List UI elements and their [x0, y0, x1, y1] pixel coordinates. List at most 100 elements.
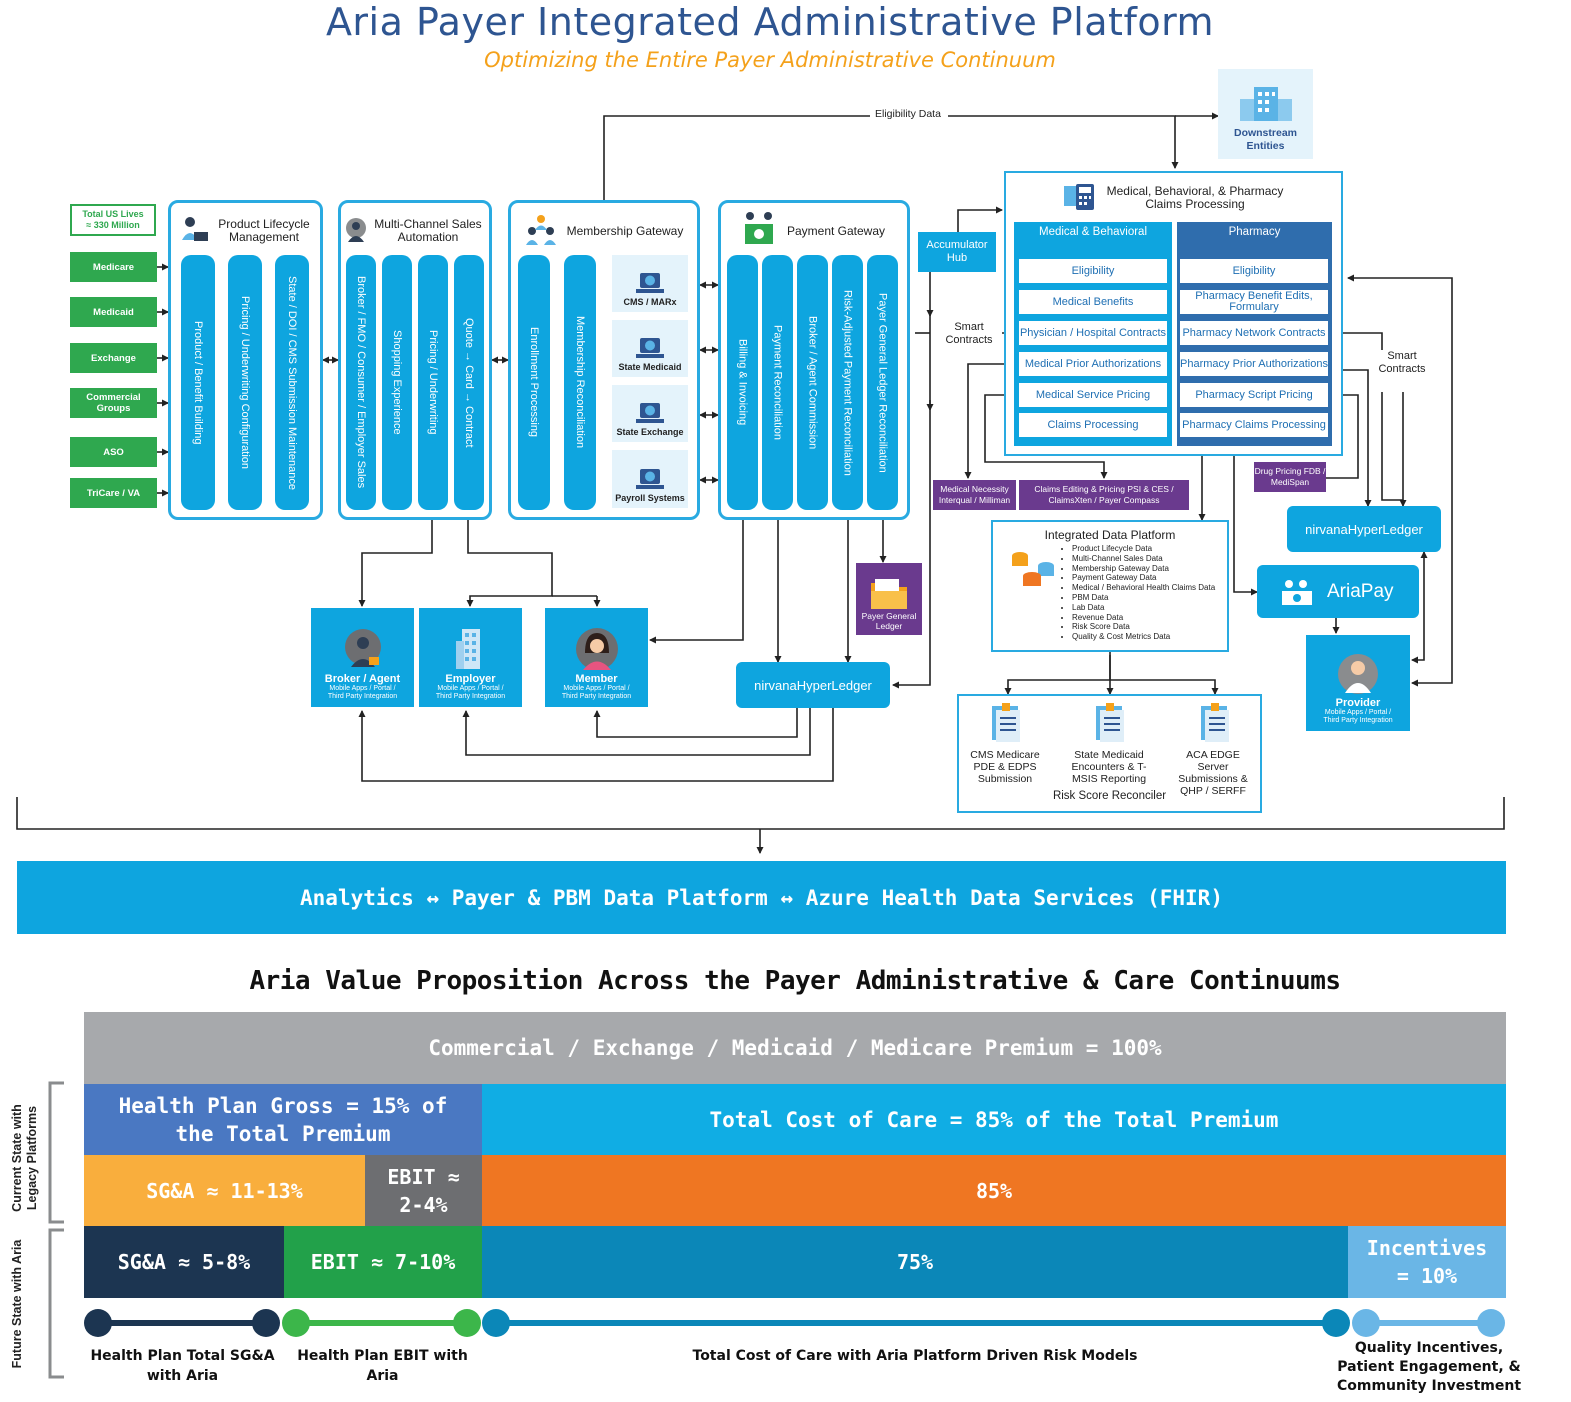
- ariapay-label: AriaPay: [1327, 580, 1394, 602]
- gear-person-icon: [344, 629, 381, 667]
- medical-row-contracts[interactable]: Physician / Hospital Contracts: [1019, 321, 1167, 345]
- column-payment-reconciliation[interactable]: Payment Reconciliation: [762, 255, 793, 510]
- medical-behavioral-header: Medical & Behavioral: [1038, 226, 1148, 238]
- segment-exchange[interactable]: Exchange: [70, 343, 157, 373]
- tile-state-medicaid[interactable]: State Medicaid: [612, 320, 688, 377]
- pharmacy-row-eligibility[interactable]: Eligibility: [1180, 259, 1328, 283]
- column-billing-invoicing[interactable]: Billing & Invoicing: [727, 255, 758, 510]
- idp-title: Integrated Data Platform: [1044, 528, 1176, 542]
- timeline-caption-care: Total Cost of Care with Aria Platform Dr…: [692, 1348, 1138, 1364]
- smart-contracts-label-right: Smart Contracts: [1372, 350, 1432, 376]
- column-product-benefit-building[interactable]: Product / Benefit Building: [181, 255, 215, 510]
- pharmacy-row-script-pricing[interactable]: Pharmacy Script Pricing: [1180, 383, 1328, 407]
- employer-sub: Mobile Apps / Portal / Third Party Integ…: [435, 685, 506, 700]
- broker-agent-box[interactable]: Broker / Agent Mobile Apps / Portal / Th…: [311, 608, 414, 707]
- nirvana-hyperledger-right[interactable]: nirvanaHyperLedger: [1287, 506, 1441, 552]
- column-state-doi-cms[interactable]: State / DOI / CMS Submission Maintenance: [275, 255, 309, 510]
- ariapay-box[interactable]: AriaPay: [1257, 565, 1419, 618]
- downstream-entities-label: Downstream Entities: [1233, 127, 1297, 152]
- column-risk-adjusted-payment[interactable]: Risk-Adjusted Payment Reconciliation: [832, 255, 863, 510]
- column-label: Broker / Agent Commission: [806, 315, 819, 450]
- medical-row-claims-processing[interactable]: Claims Processing: [1019, 413, 1167, 437]
- pharmacy-row-benefit-edits[interactable]: Pharmacy Benefit Edits, Formulary: [1180, 290, 1328, 314]
- document-icon: [1197, 702, 1233, 744]
- accumulator-hub[interactable]: Accumulator Hub: [918, 232, 996, 272]
- current-ebit-bar: EBIT ≈ 2-4%: [365, 1155, 482, 1226]
- column-pricing-underwriting-config[interactable]: Pricing / Underwriting Configuration: [228, 255, 262, 510]
- column-enrollment-processing[interactable]: Enrollment Processing: [518, 255, 550, 510]
- tcoc-bar: Total Cost of Care = 85% of the Total Pr…: [482, 1084, 1506, 1155]
- column-label: Broker / FMO / Consumer / Employer Sales: [355, 276, 367, 489]
- document-icon: [988, 702, 1024, 744]
- segment-medicaid[interactable]: Medicaid: [70, 297, 157, 327]
- pharmacy-row-prior-auth[interactable]: Pharmacy Prior Authorizations: [1180, 352, 1328, 376]
- column-shopping-experience[interactable]: Shopping Experience: [382, 255, 412, 510]
- claims-editing-box[interactable]: Claims Editing & Pricing PSI & CES / Cla…: [1019, 480, 1189, 510]
- value-title: Aria Value Proposition Across the Payer …: [249, 966, 1341, 996]
- timeline-dot: [1477, 1309, 1505, 1337]
- idp-item: Lab Data: [1072, 603, 1225, 613]
- segment-aso[interactable]: ASO: [70, 437, 157, 467]
- claims-processing-title: Medical, Behavioral, & Pharmacy Claims P…: [1106, 184, 1284, 211]
- buildings-icon: [1239, 87, 1292, 121]
- column-label: Product / Benefit Building: [192, 320, 204, 445]
- risk-doc-aca: ACA EDGE Server Submissions & QHP / SERF…: [1178, 749, 1248, 797]
- provider-box[interactable]: Provider Mobile Apps / Portal / Third Pa…: [1306, 635, 1410, 731]
- idp-item: Membership Gateway Data: [1072, 564, 1225, 574]
- column-label: Quote → Card → Contract: [463, 317, 475, 448]
- tile-label: CMS / MARx: [623, 297, 677, 307]
- pharmacy-row-claims-processing[interactable]: Pharmacy Claims Processing: [1180, 413, 1328, 437]
- nirvana-hyperledger-center[interactable]: nirvanaHyperLedger: [736, 662, 890, 708]
- folder-icon: [871, 579, 907, 609]
- medical-necessity-box[interactable]: Medical Necessity Interqual / Milliman: [933, 480, 1016, 510]
- tile-label: Payroll Systems: [615, 493, 685, 503]
- column-broker-commission[interactable]: Broker / Agent Commission: [797, 255, 828, 510]
- medical-row-service-pricing[interactable]: Medical Service Pricing: [1019, 383, 1167, 407]
- idp-item: Multi-Channel Sales Data: [1072, 554, 1225, 564]
- column-broker-sales[interactable]: Broker / FMO / Consumer / Employer Sales: [346, 255, 376, 510]
- segment-commercial-groups[interactable]: Commercial Groups: [70, 388, 157, 418]
- column-label: Pricing / Underwriting Configuration: [239, 295, 251, 470]
- pharmacy-header: Pharmacy: [1228, 226, 1281, 238]
- tile-payroll-systems[interactable]: Payroll Systems: [612, 450, 688, 508]
- member-name: Member: [575, 673, 618, 685]
- column-quote-card-contract[interactable]: Quote → Card → Contract: [454, 255, 484, 510]
- payer-gl-box[interactable]: Payer General Ledger: [856, 563, 922, 635]
- member-sub: Mobile Apps / Portal / Third Party Integ…: [561, 685, 632, 700]
- total-lives-label: Total US Lives: [82, 209, 144, 219]
- timeline-dot: [453, 1309, 481, 1337]
- column-payer-gl-reconciliation[interactable]: Payer General Ledger Reconciliation: [867, 255, 898, 510]
- idp-item: Revenue Data: [1072, 613, 1225, 623]
- payment-gateway-title: Payment Gateway: [786, 223, 886, 238]
- medical-row-benefits[interactable]: Medical Benefits: [1019, 290, 1167, 314]
- future-state-label: Future State with Aria: [10, 1239, 24, 1369]
- person-desk-icon: [180, 214, 208, 244]
- premium-bar: Commercial / Exchange / Medicaid / Medic…: [84, 1012, 1506, 1084]
- pharmacy-row-network-contracts[interactable]: Pharmacy Network Contracts: [1180, 321, 1328, 345]
- column-pricing-underwriting[interactable]: Pricing / Underwriting: [418, 255, 448, 510]
- employer-box[interactable]: Employer Mobile Apps / Portal / Third Pa…: [419, 608, 522, 707]
- medical-row-prior-auth[interactable]: Medical Prior Authorizations: [1019, 352, 1167, 376]
- membership-gateway-title: Membership Gateway: [566, 223, 684, 238]
- column-label: Risk-Adjusted Payment Reconciliation: [841, 289, 854, 476]
- provider-name: Provider: [1335, 697, 1381, 709]
- total-lives-value: ≈ 330 Million: [86, 220, 140, 230]
- medical-row-eligibility[interactable]: Eligibility: [1019, 259, 1167, 283]
- segment-tricare-va[interactable]: TriCare / VA: [70, 478, 157, 508]
- tile-cms-marx[interactable]: CMS / MARx: [612, 255, 688, 312]
- segment-medicare[interactable]: Medicare: [70, 252, 157, 282]
- timeline-segment-incentives: [1366, 1320, 1490, 1326]
- group-people-icon: [524, 212, 558, 246]
- page-title: Aria Payer Integrated Administrative Pla…: [325, 0, 1215, 44]
- future-ebit-bar: EBIT ≈ 7-10%: [284, 1226, 482, 1298]
- risk-doc-medicaid: State Medicaid Encounters & T-MSIS Repor…: [1071, 749, 1147, 785]
- money-people-icon: [742, 210, 776, 246]
- timeline-dot: [1322, 1309, 1350, 1337]
- timeline-caption-ebit: Health Plan EBIT with Aria: [297, 1348, 468, 1384]
- drug-pricing-box[interactable]: Drug Pricing FDB / MediSpan: [1254, 462, 1326, 492]
- smart-contracts-label-left: Smart Contracts: [936, 321, 1002, 347]
- member-box[interactable]: Member Mobile Apps / Portal / Third Part…: [545, 608, 648, 707]
- tile-state-exchange[interactable]: State Exchange: [612, 385, 688, 442]
- idp-item: Risk Score Data: [1072, 622, 1225, 632]
- column-membership-reconciliation[interactable]: Membership Reconciliation: [564, 255, 596, 510]
